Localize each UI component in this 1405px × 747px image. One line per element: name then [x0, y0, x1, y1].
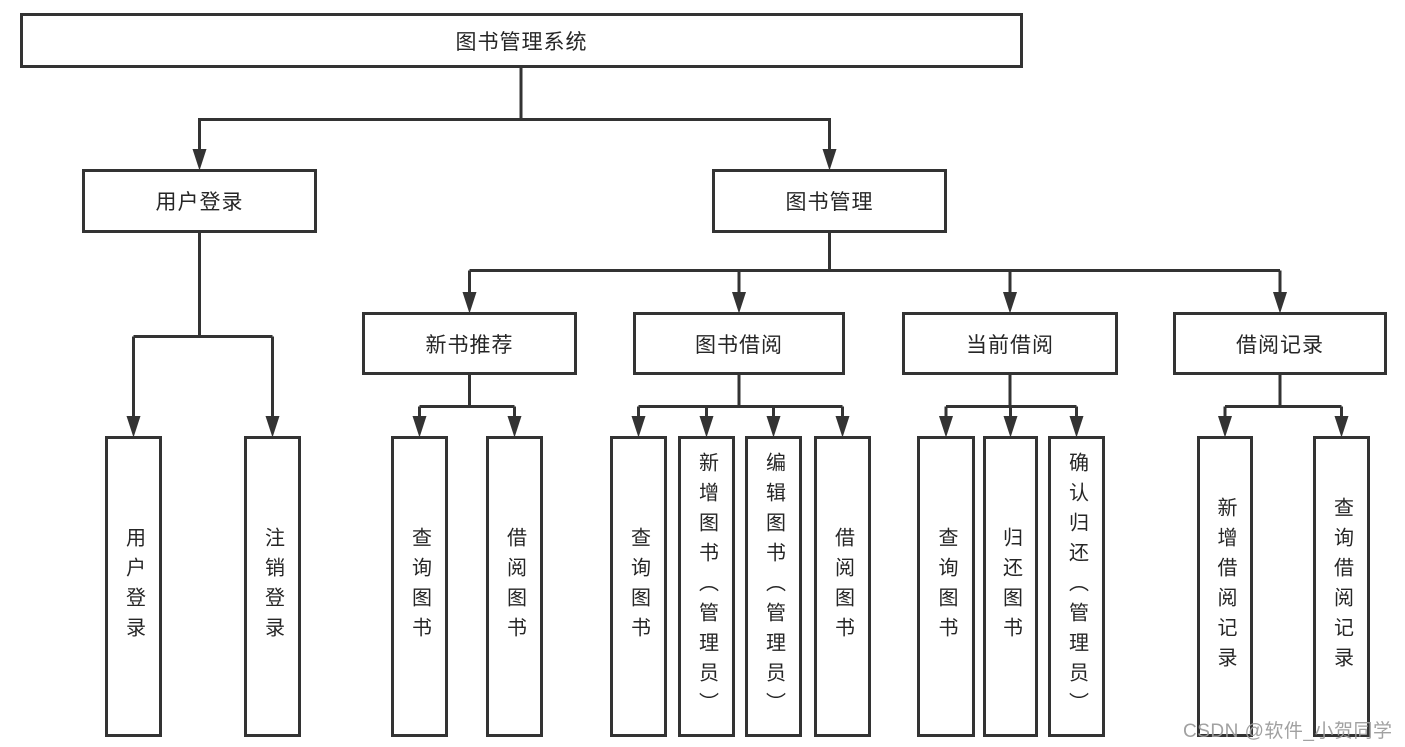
connector-user-login-to-leaves — [132, 233, 274, 419]
leaf-return-books: 归还图书 — [983, 436, 1038, 737]
csdn-watermark: CSDN @软件_小贺同学 — [1183, 721, 1393, 742]
arrowhead — [1003, 416, 1018, 438]
node-current-borrowing: 当前借阅 — [902, 312, 1118, 375]
node-label: 用户登录 — [155, 191, 244, 214]
connector-book-mgmt-to-level3 — [468, 233, 1282, 295]
leaf-query-books-borrowing: 查询图书 — [610, 436, 667, 737]
node-label: 编辑图书（管理员） — [762, 451, 785, 722]
connector-current-to-leaves — [944, 375, 1078, 419]
leaf-add-borrow-record: 新增借阅记录 — [1197, 436, 1253, 737]
node-label: 归还图书 — [999, 526, 1022, 647]
leaf-add-books-admin: 新增图书（管理员） — [678, 436, 735, 737]
arrowhead — [939, 416, 953, 438]
node-label: 注销登录 — [261, 526, 284, 647]
node-user-login: 用户登录 — [82, 169, 317, 233]
connector-records-to-leaves — [1223, 375, 1343, 419]
leaf-borrow-books-recommendation: 借阅图书 — [486, 436, 543, 737]
node-book-management: 图书管理 — [712, 169, 947, 233]
leaf-confirm-return-admin: 确认归还（管理员） — [1048, 436, 1105, 737]
arrowhead — [1334, 416, 1349, 438]
node-label: 查询图书 — [935, 526, 957, 647]
arrowhead — [631, 416, 646, 438]
node-new-book-recommendation: 新书推荐 — [362, 312, 577, 375]
node-label: 图书管理 — [785, 191, 874, 214]
node-label: 借阅记录 — [1236, 333, 1324, 357]
leaf-query-books-recommendation: 查询图书 — [391, 436, 448, 737]
connector-root-to-level2 — [198, 68, 831, 152]
arrowhead — [507, 416, 522, 438]
node-borrowing-records: 借阅记录 — [1173, 312, 1387, 375]
arrowhead — [1069, 416, 1084, 438]
leaf-query-books-current: 查询图书 — [917, 436, 975, 737]
node-book-borrowing: 图书借阅 — [633, 312, 845, 375]
leaf-borrow-books: 借阅图书 — [814, 436, 871, 737]
node-label: 新增图书（管理员） — [695, 451, 718, 722]
node-label: 借阅图书 — [831, 526, 854, 647]
arrowhead — [766, 416, 781, 438]
node-label: 查询图书 — [408, 526, 431, 647]
arrowhead — [265, 416, 280, 438]
node-label: 新增借阅记录 — [1214, 496, 1236, 677]
arrowhead — [412, 416, 427, 438]
arrowhead — [699, 416, 714, 438]
node-label: 确认归还（管理员） — [1065, 451, 1088, 722]
arrowhead — [1003, 292, 1017, 314]
node-label: 新书推荐 — [425, 333, 514, 357]
node-label: 图书管理系统 — [455, 30, 588, 54]
arrowhead — [835, 416, 850, 438]
arrowhead — [1218, 416, 1232, 438]
arrowhead — [822, 149, 837, 171]
leaf-logout: 注销登录 — [244, 436, 301, 737]
connector-borrowing-to-leaves — [637, 375, 844, 419]
node-label: 用户登录 — [122, 526, 145, 647]
node-label: 借阅图书 — [503, 526, 526, 647]
connector-new-rec-to-leaves — [418, 375, 516, 419]
leaf-query-borrow-record: 查询借阅记录 — [1313, 436, 1370, 737]
arrowhead — [732, 292, 746, 314]
node-label: 查询借阅记录 — [1330, 496, 1353, 677]
leaf-edit-books-admin: 编辑图书（管理员） — [745, 436, 802, 737]
node-label: 当前借阅 — [966, 333, 1054, 357]
node-library-management-system: 图书管理系统 — [20, 13, 1023, 68]
arrowhead — [1273, 292, 1287, 314]
node-label: 图书借阅 — [695, 333, 783, 357]
arrowhead — [126, 416, 141, 438]
leaf-user-login: 用户登录 — [105, 436, 162, 737]
arrowhead — [462, 292, 477, 314]
node-label: 查询图书 — [627, 526, 650, 647]
arrowhead — [192, 149, 207, 171]
